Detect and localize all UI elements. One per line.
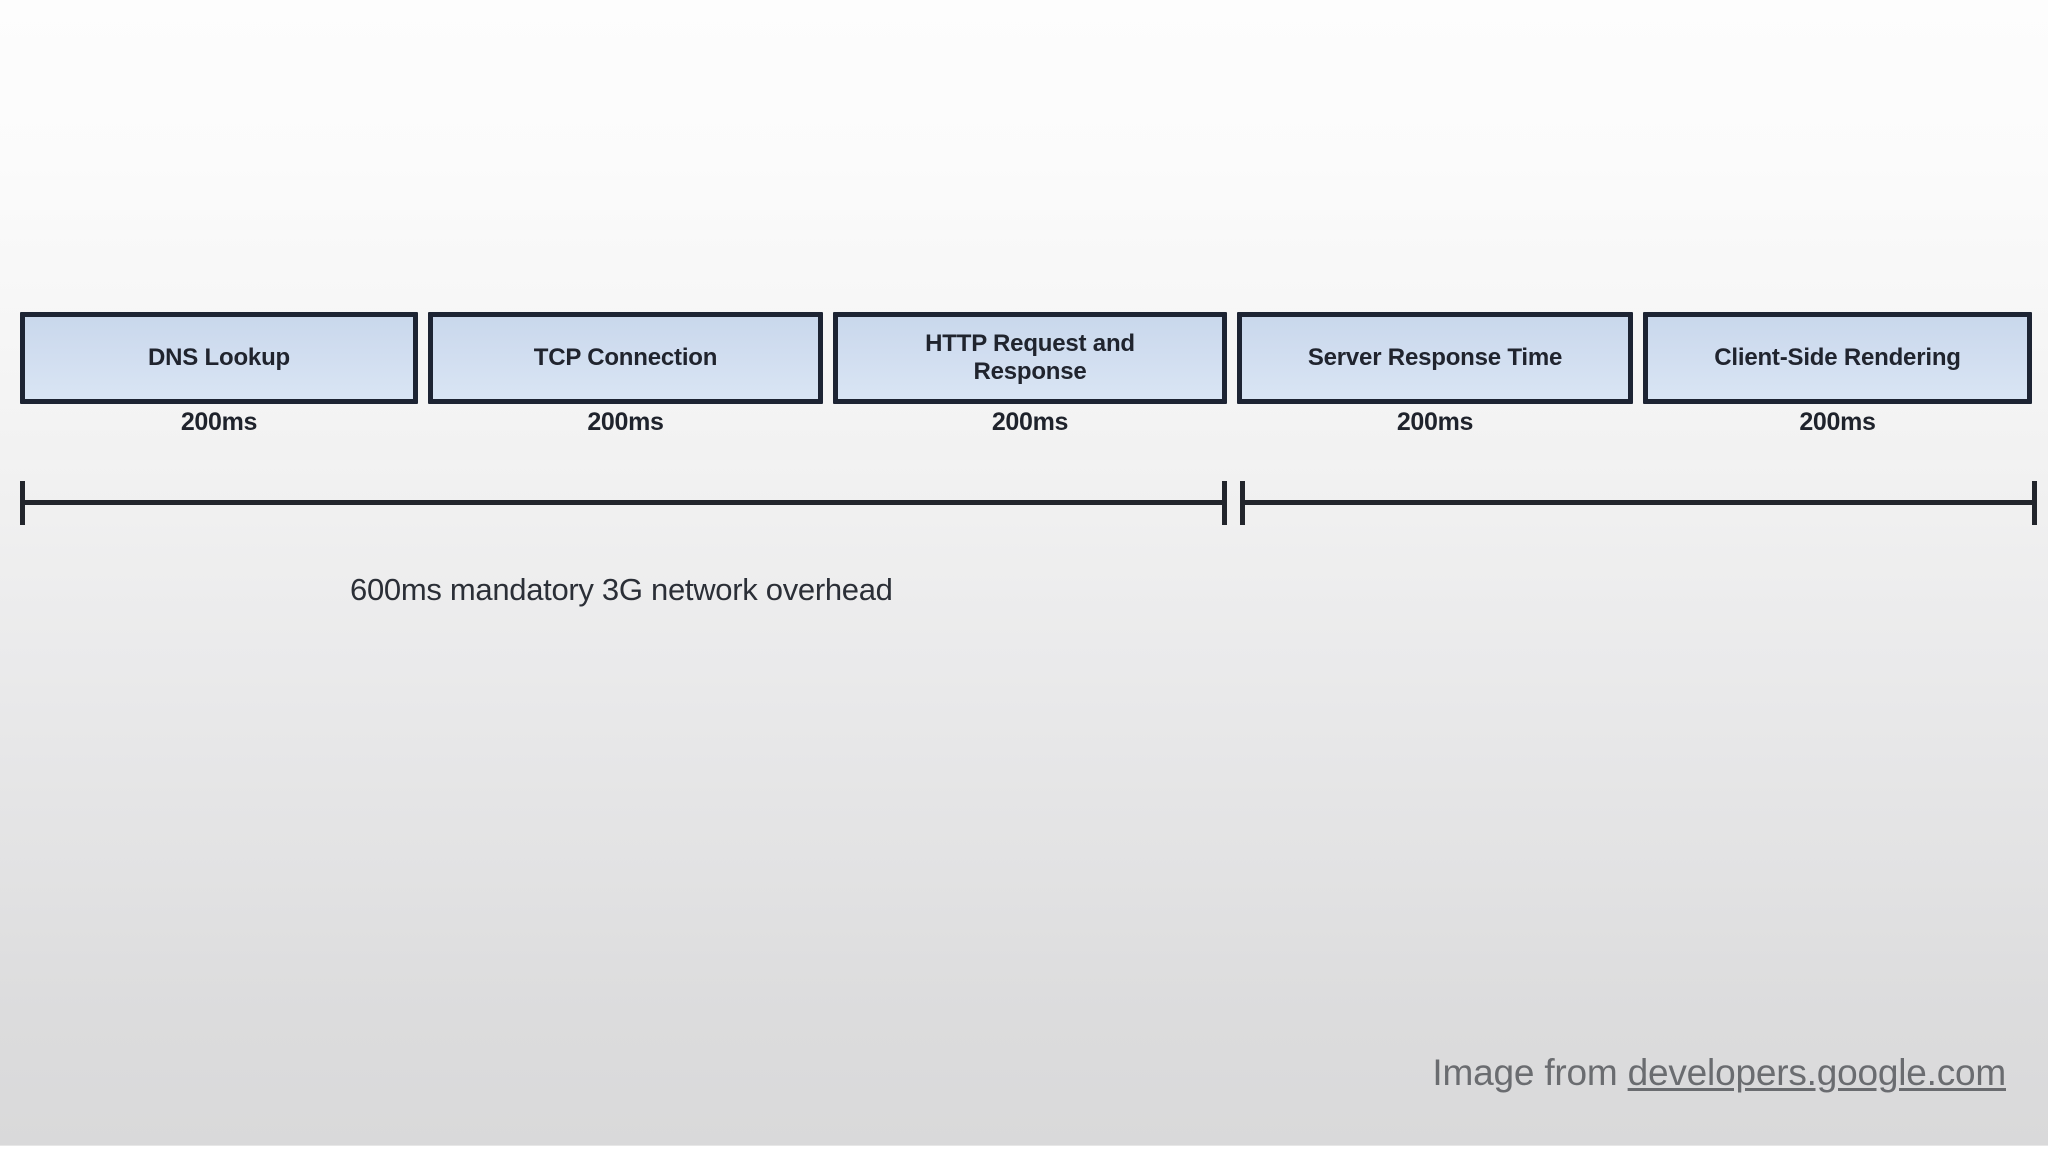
bracket-line-network-overhead — [20, 500, 1227, 505]
duration-label-server-response-time: 200ms — [1396, 408, 1474, 436]
stage-duration-row: 200ms 200ms 200ms 200ms 200ms — [20, 408, 2032, 444]
duration-label-client-side-rendering: 200ms — [1799, 408, 1876, 436]
duration-label-dns-lookup: 200ms — [180, 408, 258, 436]
stage-box-http-request-and-response: HTTP Request and Response — [833, 312, 1227, 404]
stage-label: DNS Lookup — [148, 344, 290, 372]
stage-box-tcp-connection: TCP Connection — [428, 312, 823, 404]
stage-box-client-side-rendering: Client-Side Rendering — [1643, 312, 2032, 404]
stage-label: HTTP Request and Response — [925, 330, 1135, 385]
bracket-line-remaining-time — [1240, 500, 2037, 505]
network-overhead-caption: 600ms mandatory 3G network overhead — [350, 572, 893, 607]
stage-label: TCP Connection — [533, 344, 718, 372]
attribution-source-link[interactable]: developers.google.com — [1627, 1052, 2007, 1093]
stage-box-dns-lookup: DNS Lookup — [20, 312, 418, 404]
stage-label: Client-Side Rendering — [1714, 344, 1961, 372]
attribution-prefix: Image from — [1432, 1052, 1628, 1093]
pipeline-stage-row: DNS Lookup TCP Connection HTTP Request a… — [20, 312, 2032, 404]
stage-label: Server Response Time — [1307, 344, 1563, 372]
timeline-brackets — [0, 470, 2048, 540]
stage-box-server-response-time: Server Response Time — [1237, 312, 1633, 404]
duration-label-http-request-and-response: 200ms — [991, 408, 1069, 436]
bracket-cap-left-end — [1222, 481, 1227, 525]
image-attribution: Image from developers.google.com — [1432, 1052, 2006, 1094]
bracket-cap-right-end — [2032, 481, 2037, 525]
duration-label-tcp-connection: 200ms — [587, 408, 664, 436]
